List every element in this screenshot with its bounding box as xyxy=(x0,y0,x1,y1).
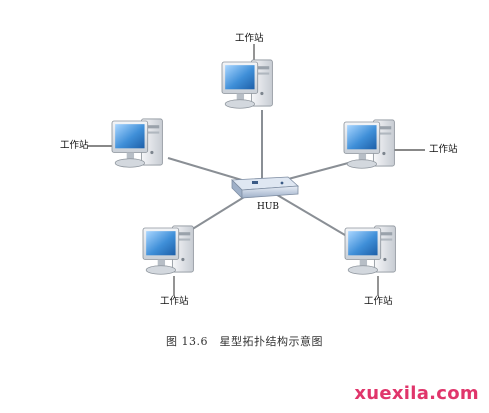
hub-label: HUB xyxy=(257,202,280,212)
workstation-left xyxy=(111,118,163,168)
hub-device xyxy=(231,176,299,199)
workstation-label-right: 工作站 xyxy=(429,144,458,155)
workstation-bottom-right xyxy=(344,225,396,275)
label-leaders xyxy=(88,44,425,296)
workstation-label-bottom-left: 工作站 xyxy=(160,296,189,307)
cables xyxy=(167,110,353,239)
workstation-label-bottom-right: 工作站 xyxy=(364,296,393,307)
workstation-top xyxy=(221,59,273,109)
workstation-bottom-left xyxy=(142,225,194,275)
watermark: xuexila.com xyxy=(354,383,479,404)
workstation-label-top: 工作站 xyxy=(235,33,264,44)
figure-caption: 图 13.6 星型拓扑结构示意图 xyxy=(166,335,323,348)
workstation-right xyxy=(343,119,395,169)
workstation-label-left: 工作站 xyxy=(60,140,89,151)
